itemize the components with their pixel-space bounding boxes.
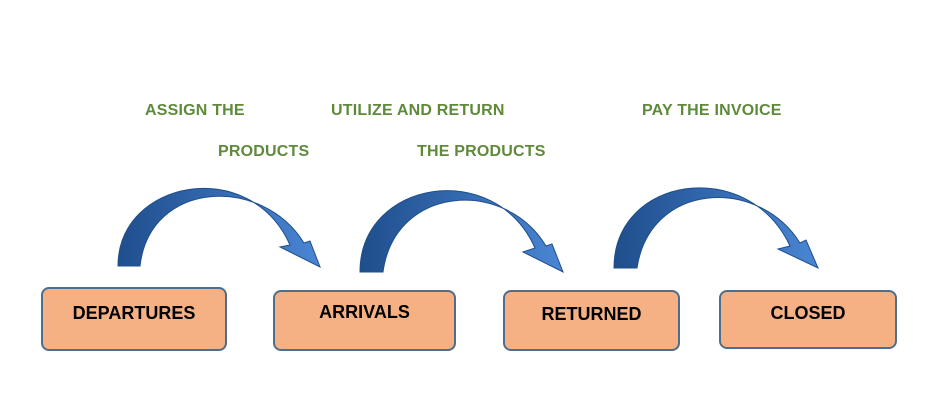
transition-2-label-line-2: THE PRODUCTS	[417, 143, 546, 160]
stage-label-closed: CLOSED	[770, 303, 846, 323]
curved-arrow-icon-1	[117, 187, 321, 269]
stage-box-closed: CLOSED	[719, 290, 897, 349]
stage-label-arrivals: ARRIVALS	[319, 302, 410, 322]
curved-arrow-icon-2	[359, 190, 564, 274]
transition-1-label-line-1: ASSIGN THE	[145, 102, 245, 119]
stage-box-departures: DEPARTURES	[41, 287, 227, 351]
stage-box-arrivals: ARRIVALS	[273, 290, 456, 351]
stage-label-returned: RETURNED	[541, 304, 642, 324]
transition-3-label-line-1: PAY THE INVOICE	[642, 102, 782, 119]
transition-2-label-line-1: UTILIZE AND RETURN	[331, 102, 505, 119]
transition-1-label-line-2: PRODUCTS	[218, 143, 310, 160]
curved-arrow-icon-3	[613, 187, 819, 270]
stage-box-returned: RETURNED	[503, 290, 680, 351]
stage-label-departures: DEPARTURES	[72, 303, 196, 323]
